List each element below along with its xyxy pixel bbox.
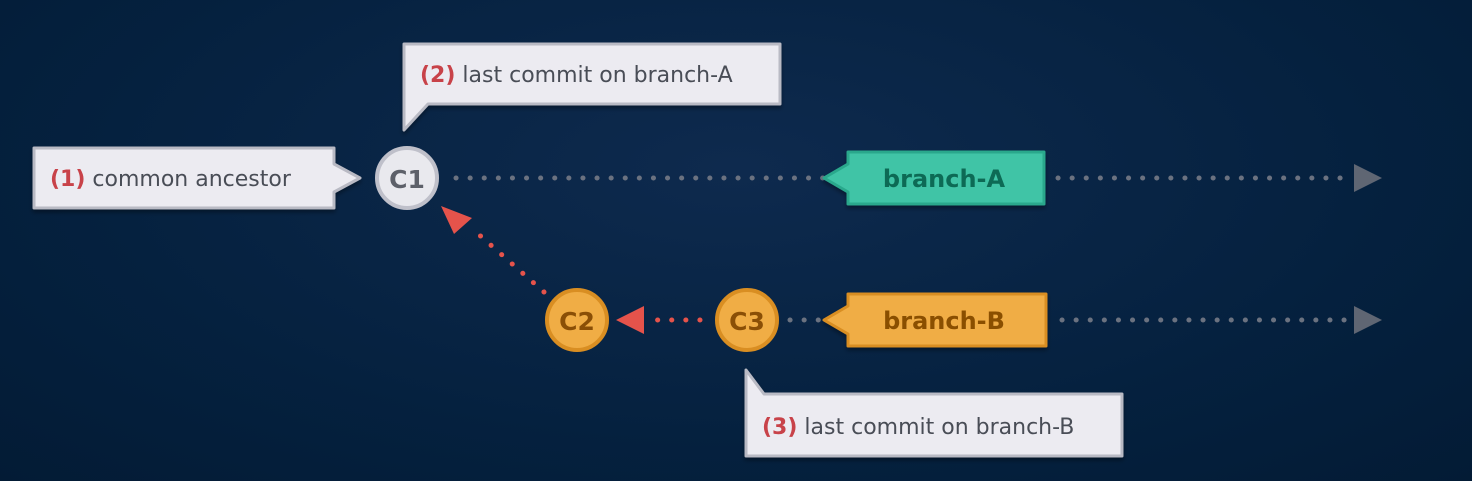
branch-a-label: branch-A [883,165,1006,193]
branch-b-tag: branch-B [822,292,1048,348]
branch-b-label: branch-B [883,307,1005,335]
svg-text:(3) last commit on branc: (3) last commit on branch-B [762,415,1074,440]
merge-arrowhead-c1 [441,206,472,234]
callout-3-number: (3) [762,415,797,440]
callout-common-ancestor: (1) common ancestor [32,146,362,210]
callout-last-commit-branch-b: (3) last commit on branch-B [744,368,1124,458]
commit-c3-label: C3 [729,307,765,336]
callout-2-text: last commit on branch-A [462,63,732,88]
callout-2-number: (2) [420,63,455,88]
branch-a-arrowhead [1354,164,1382,192]
svg-text:(1) common ancestor: (1) common ancestor [50,167,292,192]
commit-c2: C2 [545,288,609,352]
merge-arrowhead-c2 [616,306,644,334]
callout-1-number: (1) [50,167,85,192]
branch-a-tag: branch-A [822,150,1046,206]
commit-c3: C3 [715,288,779,352]
merge-path-c2-c1 [473,229,547,295]
commit-c1: C1 [375,146,439,210]
commit-c1-label: C1 [389,165,425,194]
callout-last-commit-branch-a: (2) last commit on branch-A [402,42,782,132]
svg-text:(2) last commit on branc: (2) last commit on branch-A [420,63,733,88]
callout-1-text: common ancestor [92,167,291,192]
branch-b-arrowhead [1354,306,1382,334]
callout-3-text: last commit on branch-B [804,415,1074,440]
commit-c2-label: C2 [559,307,595,336]
